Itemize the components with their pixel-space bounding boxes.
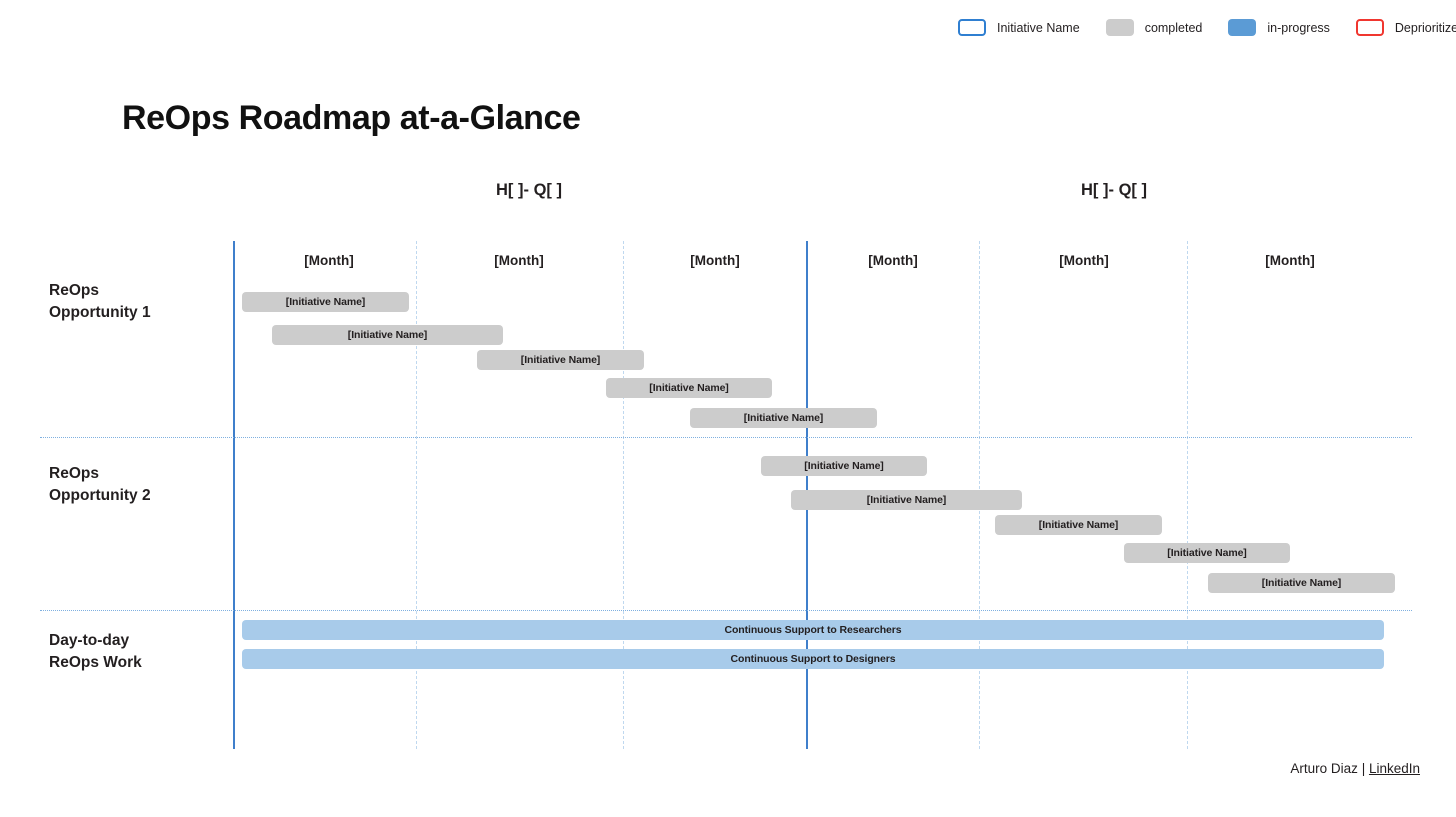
month-label: [Month] (1059, 253, 1109, 268)
timeline-divider-solid (233, 241, 235, 749)
initiative-bar-label: [Initiative Name] (347, 329, 428, 341)
linkedin-link[interactable]: LinkedIn (1368, 761, 1420, 776)
month-label: [Month] (690, 253, 740, 268)
initiative-bar[interactable]: Continuous Support to Designers (242, 649, 1384, 669)
initiative-bar[interactable]: [Initiative Name] (1124, 543, 1290, 563)
legend-swatch-fill-blue (1228, 19, 1257, 36)
legend-label: completed (1144, 20, 1203, 35)
initiative-bar-label: [Initiative Name] (520, 354, 601, 366)
initiative-bar[interactable]: [Initiative Name] (242, 292, 409, 312)
legend-swatch-outline-red (1355, 19, 1384, 36)
initiative-bar-label: Continuous Support to Researchers (724, 624, 902, 636)
initiative-bar-label: [Initiative Name] (1038, 519, 1119, 531)
timeline-divider-dashed (623, 241, 624, 749)
legend-item: Deprioritized (1355, 19, 1456, 36)
initiative-bar-label: [Initiative Name] (1167, 547, 1247, 559)
legend-item: completed (1105, 19, 1203, 36)
timeline-divider-dashed (416, 241, 417, 749)
initiative-bar[interactable]: [Initiative Name] (791, 490, 1022, 510)
month-label: [Month] (494, 253, 544, 268)
month-label: [Month] (868, 253, 918, 268)
initiative-bar[interactable]: Continuous Support to Researchers (242, 620, 1384, 640)
row-label: ReOps Opportunity 2 (49, 465, 151, 504)
legend-item: in-progress (1228, 19, 1330, 36)
initiative-bar-label: [Initiative Name] (285, 296, 366, 308)
legend-label: in-progress (1267, 20, 1330, 35)
footer-author: Arturo Diaz (1290, 761, 1358, 776)
initiative-bar[interactable]: [Initiative Name] (690, 408, 877, 428)
row-label: Day-to-day ReOps Work (49, 632, 142, 671)
half-quarter-label: H[ ]- Q[ ] (496, 181, 562, 199)
initiative-bar-label: [Initiative Name] (649, 382, 729, 394)
legend-swatch-outline-blue (958, 19, 986, 36)
row-divider (40, 437, 1412, 438)
legend-item: Initiative Name (958, 19, 1080, 36)
initiative-bar[interactable]: [Initiative Name] (995, 515, 1162, 535)
initiative-bar[interactable]: [Initiative Name] (477, 350, 644, 370)
initiative-bar[interactable]: [Initiative Name] (1208, 573, 1395, 593)
initiative-bar[interactable]: [Initiative Name] (761, 456, 927, 476)
month-label: [Month] (304, 253, 354, 268)
row-label: ReOps Opportunity 1 (49, 282, 151, 321)
legend-label: Deprioritized (1394, 20, 1456, 35)
initiative-bar[interactable]: [Initiative Name] (272, 325, 503, 345)
legend-label: Initiative Name (997, 20, 1080, 35)
footer-credit: Arturo Diaz | LinkedIn (1290, 761, 1420, 776)
initiative-bar-label: [Initiative Name] (743, 412, 824, 424)
month-label: [Month] (1265, 253, 1315, 268)
timeline-divider-dashed (1187, 241, 1188, 749)
initiative-bar[interactable]: [Initiative Name] (606, 378, 772, 398)
page-title: ReOps Roadmap at-a-Glance (122, 99, 581, 137)
initiative-bar-label: Continuous Support to Designers (730, 653, 896, 665)
initiative-bar-label: [Initiative Name] (866, 494, 947, 506)
half-quarter-label: H[ ]- Q[ ] (1081, 181, 1147, 199)
initiative-bar-label: [Initiative Name] (804, 460, 884, 472)
row-divider (40, 610, 1412, 611)
footer-separator: | (1357, 761, 1369, 776)
initiative-bar-label: [Initiative Name] (1261, 577, 1342, 589)
legend-swatch-fill-gray (1105, 19, 1134, 36)
legend: Initiative Name completed in-progress Depri… (958, 19, 1456, 36)
